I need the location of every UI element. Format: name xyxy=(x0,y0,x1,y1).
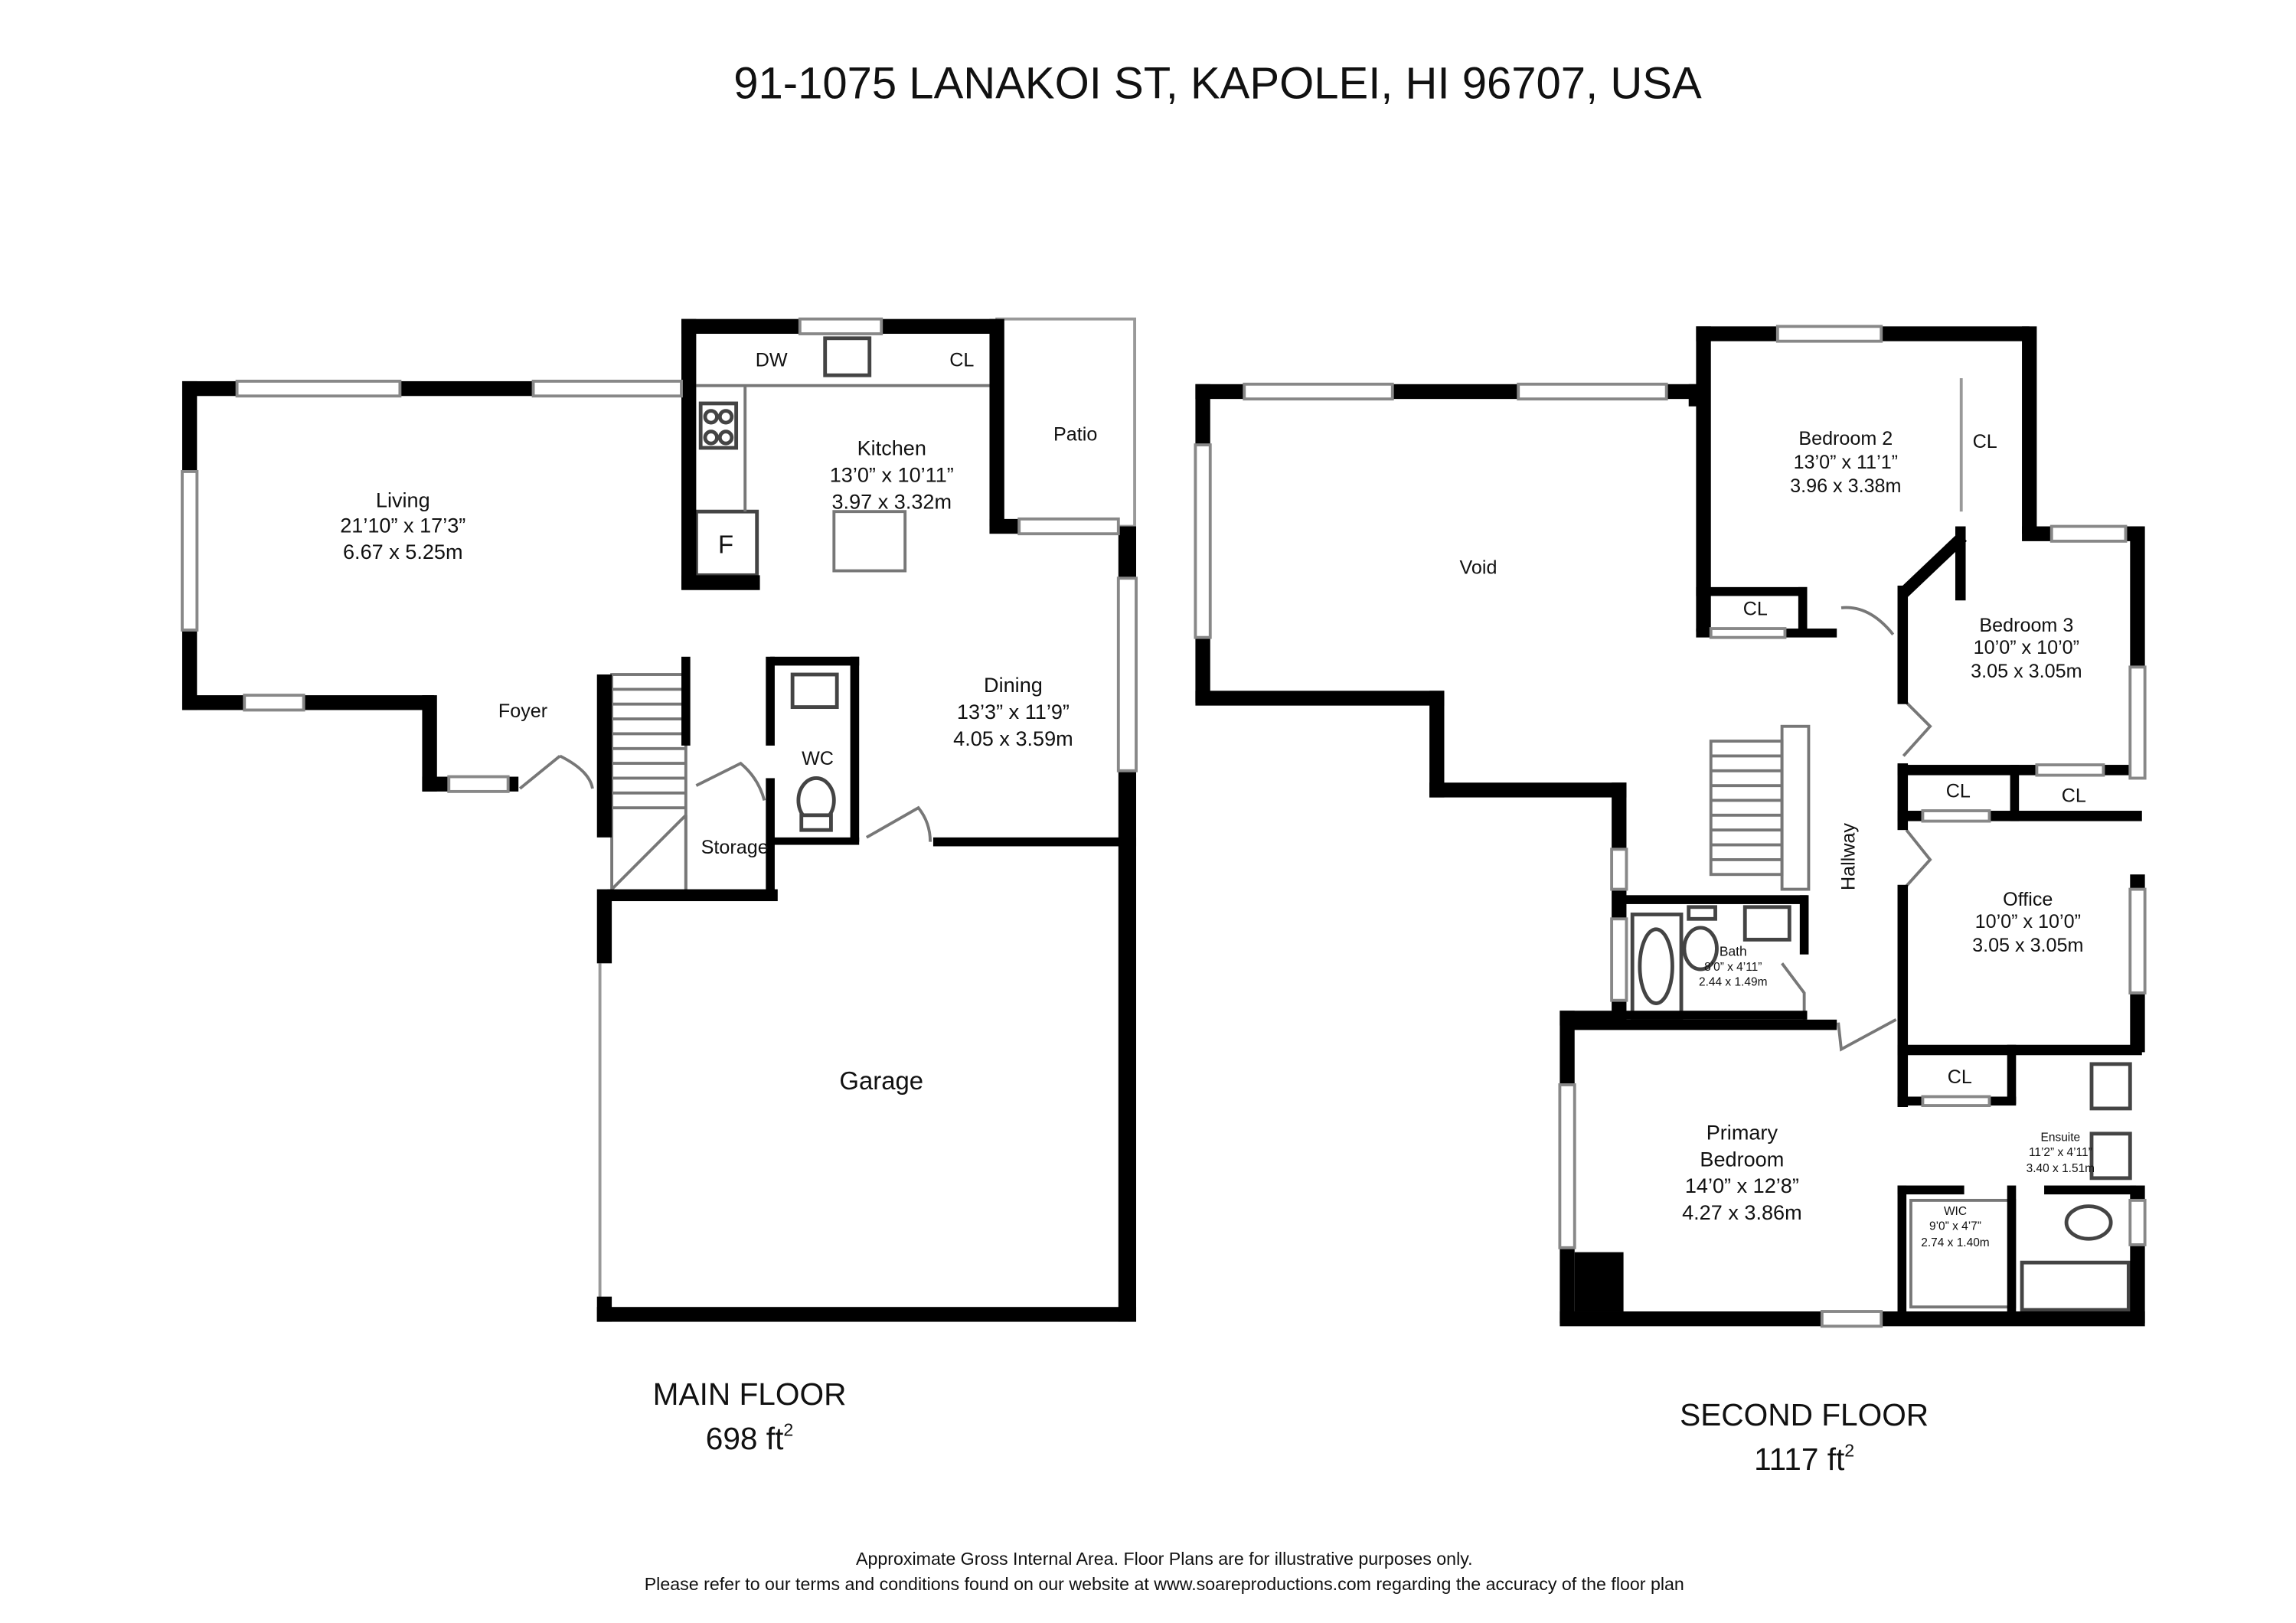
bedroom3-imperial: 10’0” x 10’0” xyxy=(1974,637,2079,658)
main-floor-area: 698 ft2 xyxy=(706,1420,794,1456)
hallway-label: Hallway xyxy=(1837,823,1859,890)
bedroom3-metric: 3.05 x 3.05m xyxy=(1971,661,2082,682)
hall-closet-label: CL xyxy=(1743,599,1768,620)
bath-toilet xyxy=(1682,926,1719,972)
bedroom2-closet-label: CL xyxy=(1973,431,1997,452)
storage-label: Storage xyxy=(701,837,769,858)
main-stairs xyxy=(610,673,687,899)
ensuite-toilet xyxy=(2064,1204,2113,1241)
kitchen-closet-label: CL xyxy=(949,350,974,371)
office-door xyxy=(1902,828,1932,890)
dining-name: Dining xyxy=(984,673,1043,697)
kitchen-name: Kitchen xyxy=(857,436,926,460)
upper-stairs xyxy=(1709,724,1811,891)
second-floor-windows xyxy=(1194,325,2147,1328)
second-floor-plan: Void Bedroom 2 13’0” x 11’1” 3.96 x 3.38… xyxy=(1194,325,2147,1328)
primary-closet-label: CL xyxy=(1948,1066,1972,1088)
kitchen-sink xyxy=(823,336,872,377)
office-metric: 3.05 x 3.05m xyxy=(1972,935,2083,956)
wic-imperial: 9’0” x 4’7” xyxy=(1929,1220,1981,1233)
patio-outline xyxy=(995,317,1137,528)
garage-label: Garage xyxy=(839,1066,923,1095)
disclaimer-line1: Approximate Gross Internal Area. Floor P… xyxy=(856,1549,1473,1569)
living-name: Living xyxy=(376,488,430,511)
second-floor-area: 1117 ft2 xyxy=(1754,1441,1854,1477)
primary-name-line1: Primary xyxy=(1706,1121,1778,1145)
patio-label: Patio xyxy=(1053,423,1097,445)
bedroom2-imperial: 13’0” x 11’1” xyxy=(1794,452,1898,473)
office-imperial: 10’0” x 10’0” xyxy=(1975,911,2081,932)
front-door xyxy=(518,754,594,790)
bedroom3-door xyxy=(1899,695,1932,757)
dishwasher-label: DW xyxy=(756,350,788,371)
living-imperial: 21’10” x 17’3” xyxy=(340,513,465,537)
address-title: 91-1075 LANAKOI ST, KAPOLEI, HI 96707, U… xyxy=(733,58,1702,108)
dining-imperial: 13’3” x 11’9” xyxy=(957,700,1070,723)
bedroom3-name: Bedroom 3 xyxy=(1979,615,2073,636)
closet-label-b: CL xyxy=(2062,785,2086,806)
wic-name: WIC xyxy=(1944,1205,1967,1218)
bath-imperial: 8’0” x 4’11” xyxy=(1704,961,1762,974)
wc-label: WC xyxy=(802,748,834,769)
kitchen-imperial: 13’0” x 10’11” xyxy=(830,462,954,486)
bedroom2-door xyxy=(1840,606,1895,635)
primary-metric: 4.27 x 3.86m xyxy=(1682,1200,1802,1224)
foyer-label: Foyer xyxy=(498,700,547,722)
second-floor-caption: SECOND FLOOR xyxy=(1680,1397,1929,1432)
primary-imperial: 14’0” x 12’8” xyxy=(1685,1174,1799,1197)
primary-door xyxy=(1837,1018,1897,1052)
ensuite-imperial: 11’2” x 4’11” xyxy=(2029,1146,2092,1159)
main-floor-walls xyxy=(181,318,1137,1322)
void-label: Void xyxy=(1460,557,1497,578)
second-floor-walls xyxy=(1195,326,2145,1327)
bath-sink xyxy=(1742,905,1791,942)
ensuite-metric: 3.40 x 1.51m xyxy=(2027,1162,2095,1175)
ensuite-sink-2 xyxy=(2089,1132,2132,1181)
bath-metric: 2.44 x 1.49m xyxy=(1699,975,1767,988)
main-floor-caption: MAIN FLOOR xyxy=(653,1376,847,1412)
ensuite-sink-1 xyxy=(2089,1062,2132,1111)
dining-metric: 4.05 x 3.59m xyxy=(953,727,1073,750)
main-floor-windows xyxy=(181,317,1138,793)
main-floor-plan: DW CL F Patio Living 21’10” x 17’3” 6.67… xyxy=(181,317,1138,1322)
office-name: Office xyxy=(2003,889,2053,910)
living-metric: 6.67 x 5.25m xyxy=(343,540,463,563)
primary-name-line2: Bedroom xyxy=(1700,1147,1784,1171)
closet-label-a: CL xyxy=(1946,781,1971,802)
ensuite-shower xyxy=(2020,1260,2131,1312)
wc-sink xyxy=(790,672,839,710)
bedroom3-angled-wall xyxy=(1899,532,1967,598)
kitchen-island xyxy=(832,510,907,573)
kitchen-metric: 3.97 x 3.32m xyxy=(831,489,952,513)
bedroom2-name: Bedroom 2 xyxy=(1798,428,1893,449)
ensuite-name: Ensuite xyxy=(2041,1132,2081,1145)
fridge-label: F xyxy=(718,530,733,558)
dining-door xyxy=(865,805,932,842)
bedroom2-metric: 3.96 x 3.38m xyxy=(1790,475,1901,497)
storage-door xyxy=(695,761,766,801)
wic-metric: 2.74 x 1.40m xyxy=(1921,1236,1989,1249)
bath-name: Bath xyxy=(1720,944,1747,959)
disclaimer-line2: Please refer to our terms and conditions… xyxy=(645,1574,1684,1594)
